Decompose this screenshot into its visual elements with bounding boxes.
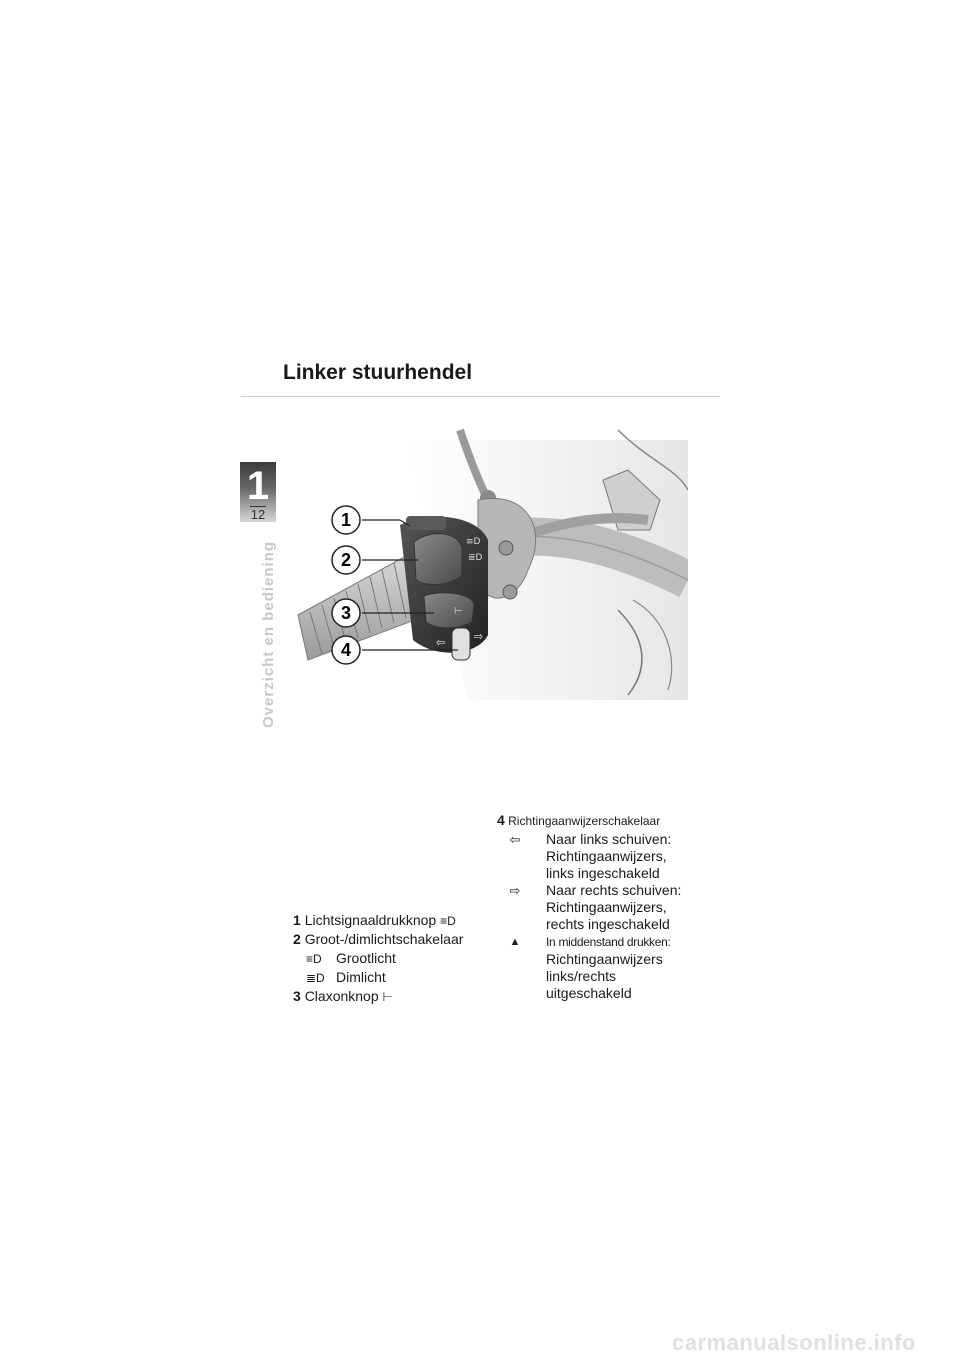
legend-left: 1 Lichtsignaaldrukknop ≡D 2 Groot-/dimli…: [293, 912, 483, 1012]
left-result-line-2: links ingeschakeld: [546, 865, 660, 881]
svg-text:⇨: ⇨: [474, 630, 483, 643]
mid-result-line-3: uitgeschakeld: [546, 985, 632, 1001]
page-title: Linker stuurhendel: [283, 361, 473, 384]
chapter-number: 1: [246, 464, 270, 508]
callout-1: 1: [331, 505, 361, 535]
right-result-line-1: Richtingaanwijzers,: [546, 899, 667, 915]
high-beam-icon: ≡D: [306, 952, 322, 966]
handlebar-illustration: ≡D ≣D ⊢ ⇦ ⇨ 1 2 3 4: [297, 428, 688, 700]
left-instruction: Naar links schuiven:: [546, 831, 672, 847]
arrow-right-outline-icon: ⇨: [509, 883, 521, 898]
legend-item-1: 1 Lichtsignaaldrukknop ≡D: [293, 912, 456, 928]
triangle-up-icon: ▲: [509, 936, 521, 948]
low-beam-icon: ≣D: [306, 971, 325, 985]
horn-icon: ⊢: [382, 990, 393, 1004]
section-label: Overzicht en bediening: [260, 540, 277, 728]
svg-text:2: 2: [341, 550, 351, 570]
legend-item-2: 2 Groot-/dimlichtschakelaar: [293, 931, 464, 947]
legend-item-3: 3 Claxonknop ⊢: [293, 988, 393, 1004]
high-beam-icon: ≡D: [440, 914, 456, 928]
callout-3: 3: [331, 598, 361, 628]
svg-text:≡D: ≡D: [466, 537, 481, 547]
svg-text:≣D: ≣D: [468, 553, 483, 563]
svg-text:⇦: ⇦: [436, 636, 445, 649]
page-number: 12: [250, 507, 266, 522]
svg-text:4: 4: [341, 640, 351, 660]
chapter-tab: [240, 462, 276, 522]
svg-text:⊢: ⊢: [454, 606, 463, 617]
right-instruction: Naar rechts schuiven:: [546, 882, 682, 898]
left-result-line-1: Richtingaanwijzers,: [546, 848, 667, 864]
legend-right: 4 Richtingaanwijzerschakelaar ⇦ Naar lin…: [497, 812, 707, 1002]
mid-result-line-1: Richtingaanwijzers: [546, 951, 663, 967]
svg-text:3: 3: [341, 603, 351, 623]
callout-4: 4: [331, 635, 361, 665]
callout-2: 2: [331, 545, 361, 575]
title-divider: [241, 396, 720, 397]
svg-text:1: 1: [341, 510, 351, 530]
mid-result-line-2: links/rechts: [546, 968, 617, 984]
legend-item-4: 4 Richtingaanwijzerschakelaar: [497, 812, 661, 828]
right-result-line-2: rechts ingeschakeld: [546, 916, 670, 932]
watermark: carmanualsonline.info: [672, 1330, 916, 1355]
mid-instruction: In middenstand drukken:: [546, 935, 671, 949]
chapter-divider: [250, 506, 266, 507]
arrow-left-outline-icon: ⇦: [509, 832, 521, 847]
